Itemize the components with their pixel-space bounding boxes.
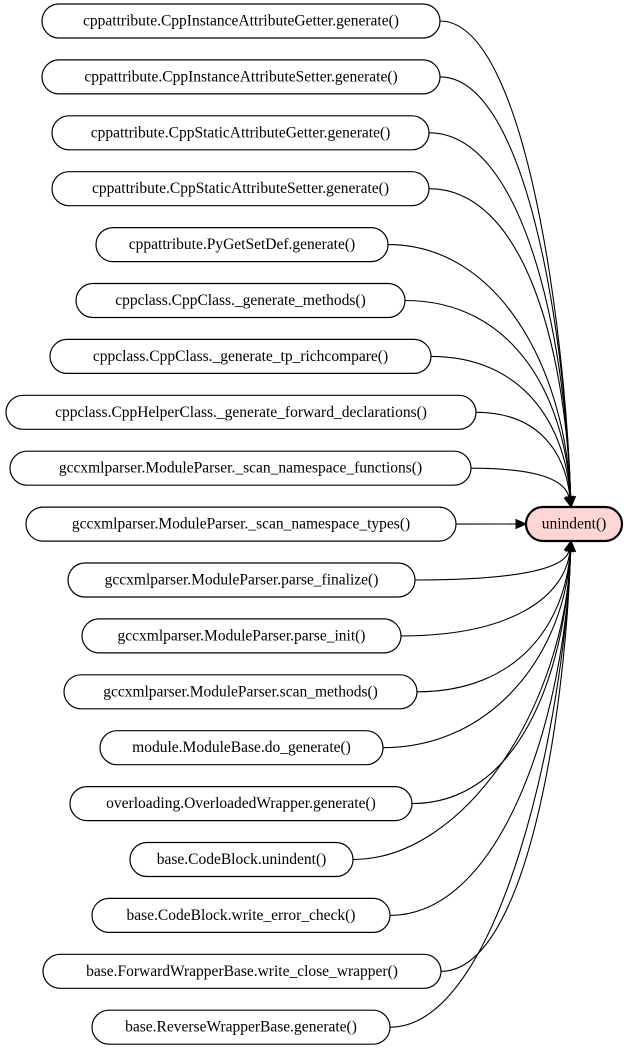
call-edges [352, 20, 576, 1028]
caller-node[interactable]: gccxmlparser.ModuleParser.parse_init() [81, 618, 402, 654]
caller-node-label: module.ModuleBase.do_generate() [132, 739, 351, 756]
call-edge-line [416, 550, 571, 693]
caller-node[interactable]: module.ModuleBase.do_generate() [99, 730, 384, 766]
caller-node-box [9, 450, 472, 486]
caller-node-label: gccxmlparser.ModuleParser.scan_methods() [103, 683, 378, 700]
caller-node[interactable]: gccxmlparser.ModuleParser._scan_namespac… [25, 506, 457, 542]
caller-nodes: cppattribute.CppInstanceAttributeGetter.… [5, 3, 477, 1045]
caller-node-box [99, 730, 384, 766]
call-edge [414, 539, 574, 581]
caller-node[interactable]: cppattribute.CppStaticAttributeSetter.ge… [51, 171, 430, 207]
call-edge-line [382, 550, 572, 749]
caller-node-label: gccxmlparser.ModuleParser._scan_namespac… [72, 516, 410, 533]
caller-node-box [129, 841, 354, 878]
caller-node-label: cppattribute.CppInstanceAttributeSetter.… [84, 68, 397, 85]
call-edge-line [430, 355, 571, 498]
caller-node[interactable]: cppclass.CppHelperClass._generate_forwar… [5, 394, 477, 430]
caller-node-label: cppattribute.CppStaticAttributeGetter.ge… [91, 124, 391, 141]
caller-node[interactable]: gccxmlparser.ModuleParser._scan_namespac… [9, 450, 472, 486]
call-edge [470, 467, 574, 509]
caller-node[interactable]: cppattribute.CppInstanceAttributeGetter.… [41, 3, 441, 39]
caller-node[interactable]: cppattribute.CppStaticAttributeGetter.ge… [51, 115, 430, 151]
call-edge-line [411, 550, 572, 805]
call-edge-line [404, 299, 572, 498]
caller-node-label: cppattribute.CppStaticAttributeSetter.ge… [92, 180, 389, 197]
caller-node-box [91, 1009, 391, 1045]
caller-node[interactable]: base.CodeBlock.unindent() [129, 841, 354, 878]
caller-node-box [25, 506, 457, 542]
caller-node[interactable]: gccxmlparser.ModuleParser.parse_finalize… [67, 562, 416, 598]
caller-node-box [67, 562, 416, 598]
caller-node-label: base.CodeBlock.write_error_check() [127, 907, 356, 924]
target-node-label: unindent() [542, 516, 607, 533]
call-edge [475, 411, 576, 509]
call-edge [389, 539, 576, 1028]
call-edge [411, 539, 576, 805]
caller-node-box [5, 394, 477, 430]
call-edge-line [387, 244, 572, 498]
caller-node-box [95, 227, 389, 263]
call-edge-line [428, 132, 572, 498]
caller-node-label: cppattribute.PyGetSetDef.generate() [129, 236, 355, 253]
call-edge-line [400, 550, 571, 637]
caller-node-box [42, 953, 442, 989]
call-edge [455, 518, 528, 530]
call-edge-line [352, 550, 572, 861]
call-edge-line [428, 188, 572, 498]
caller-node-label: gccxmlparser.ModuleParser._scan_namespac… [59, 460, 422, 477]
caller-node[interactable]: cppattribute.CppInstanceAttributeSetter.… [41, 59, 441, 95]
caller-node-label: overloading.OverloadedWrapper.generate() [106, 795, 376, 812]
caller-node-label: cppclass.CppHelperClass._generate_forwar… [55, 404, 427, 421]
caller-node-box [81, 618, 402, 654]
call-edge-line [414, 550, 570, 581]
caller-node[interactable]: gccxmlparser.ModuleParser.scan_methods() [63, 674, 418, 710]
caller-node-box [51, 171, 430, 207]
caller-node-box [49, 338, 432, 374]
arrowhead [515, 518, 528, 530]
caller-node[interactable]: cppclass.CppClass._generate_tp_richcompa… [49, 338, 432, 374]
call-edge-line [389, 550, 572, 1028]
arrowhead [565, 539, 576, 552]
arrowhead [563, 495, 574, 509]
call-edge-line [389, 550, 572, 916]
caller-node-label: cppattribute.CppInstanceAttributeGetter.… [83, 13, 399, 30]
caller-node[interactable]: cppclass.CppClass._generate_methods() [75, 282, 406, 319]
caller-node[interactable]: base.ForwardWrapperBase.write_close_wrap… [42, 953, 442, 989]
call-edge-line [440, 550, 572, 972]
caller-node-label: base.ReverseWrapperBase.generate() [125, 1019, 357, 1036]
target-node-box [524, 505, 624, 543]
caller-node-box [91, 897, 391, 934]
caller-node-label: base.ForwardWrapperBase.write_close_wrap… [86, 963, 398, 980]
caller-node-label: cppclass.CppClass._generate_methods() [115, 292, 366, 309]
caller-node-box [41, 59, 441, 95]
caller-node-box [63, 674, 418, 710]
target-node[interactable]: unindent() [524, 505, 624, 543]
call-edge [389, 539, 576, 916]
caller-node-label: base.CodeBlock.unindent() [157, 851, 327, 868]
caller-node-label: gccxmlparser.ModuleParser.parse_finalize… [105, 572, 379, 589]
caller-node-box [41, 3, 441, 39]
caller-node-box [51, 115, 430, 151]
call-edge [400, 539, 576, 637]
caller-node[interactable]: base.ReverseWrapperBase.generate() [91, 1009, 391, 1045]
caller-node-box [75, 282, 406, 319]
caller-node[interactable]: overloading.OverloadedWrapper.generate() [69, 785, 413, 822]
call-edge-line [470, 467, 570, 498]
caller-node[interactable]: base.CodeBlock.write_error_check() [91, 897, 391, 934]
call-edge-line [475, 411, 571, 498]
caller-node[interactable]: cppattribute.PyGetSetDef.generate() [95, 227, 389, 263]
caller-node-label: gccxmlparser.ModuleParser.parse_init() [118, 627, 366, 644]
caller-node-box [69, 785, 413, 822]
caller-node-label: cppclass.CppClass._generate_tp_richcompa… [93, 348, 388, 365]
